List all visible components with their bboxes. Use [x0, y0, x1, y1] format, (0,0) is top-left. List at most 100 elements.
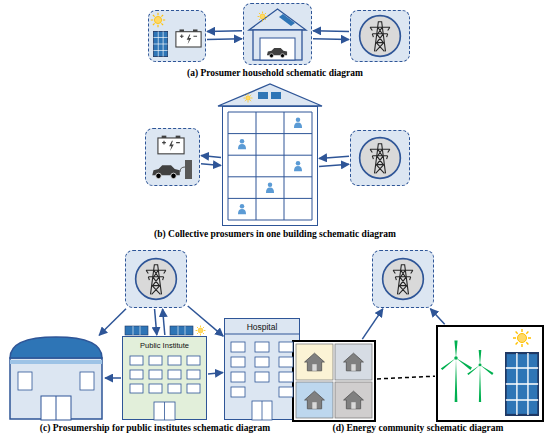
grid-tower-icon: [360, 138, 401, 179]
house-icon: [249, 9, 306, 30]
panel-caption: (a) Prosumer household schematic diagram: [187, 68, 363, 79]
public-institute-detail: [164, 402, 165, 420]
building-outline: [8, 336, 104, 420]
public-institute-detail: [168, 356, 181, 365]
public-institute-detail: [187, 370, 200, 379]
civic-building-detail: [10, 360, 102, 420]
hospital-detail: [224, 334, 300, 420]
civic-building-detail: [18, 372, 32, 390]
apartment-building-detail: [258, 92, 268, 99]
house-icon: [249, 9, 306, 60]
house-icon: [260, 38, 295, 60]
house-icon: [258, 12, 268, 22]
flow-arrow: [201, 156, 221, 158]
flow-arrow: [163, 309, 165, 335]
public-institute-detail: [133, 326, 185, 335]
renewable-plant-detail: [513, 329, 531, 347]
civic-building-detail: [41, 396, 71, 420]
public-institute-detail: [154, 402, 175, 420]
hospital-detail: [231, 342, 245, 352]
flow-arrow: [313, 38, 349, 40]
civic-building-detail: [80, 372, 94, 390]
grid-tower-icon: [136, 259, 177, 300]
public-institute-detail: [130, 356, 200, 420]
flow-arrow: [377, 376, 435, 379]
flow-arrow: [319, 156, 349, 158]
flow-arrow: [208, 373, 223, 374]
civic-building: [8, 336, 104, 420]
public-institute-building: Public Institute: [122, 336, 207, 420]
solar-battery-icon: [151, 13, 165, 27]
renewable-plant-detail: [506, 353, 538, 415]
panel-caption: (b) Collective prosumers in one building…: [154, 229, 396, 240]
grid-tower-icon: [360, 16, 401, 57]
hospital-detail: [231, 372, 245, 382]
flow-arrow: [319, 164, 349, 166]
grid-box: [372, 250, 434, 308]
public-institute-detail: [125, 326, 148, 335]
flow-arrow: [99, 309, 126, 336]
community-houses-detail: [344, 391, 364, 409]
renewable-plant-box: [436, 325, 544, 422]
apartment-building-detail: [238, 204, 246, 214]
house-icon: [253, 30, 302, 60]
storage-ev-icon: [158, 136, 184, 154]
public-institute-detail: [130, 356, 143, 365]
grid-box: [125, 250, 187, 308]
grid-box: [350, 10, 410, 62]
hospital-detail: [279, 357, 293, 367]
hospital-detail: [279, 372, 293, 382]
community-houses-detail: [296, 344, 372, 418]
solar-battery-icon: [176, 29, 201, 47]
hospital-detail: [255, 342, 269, 352]
building-body: [10, 358, 102, 419]
panel-caption: (c) Prosumership for public institutes s…: [40, 423, 270, 434]
public-institute-detail: [168, 370, 181, 379]
connector-group: [99, 31, 445, 379]
community-houses-detail: [344, 353, 364, 371]
civic-building-detail: [10, 360, 102, 364]
flow-arrow: [188, 306, 223, 336]
hospital-detail: [231, 387, 245, 397]
public-institute-detail: [149, 384, 162, 393]
apartment-building-detail: [266, 183, 274, 193]
community-houses-detail: [296, 382, 333, 418]
public-institute-detail: [187, 384, 200, 393]
grid-box: [350, 130, 410, 186]
renewable-plant-detail: [441, 340, 472, 402]
flow-arrow: [430, 309, 444, 325]
prosumer-house-box: [243, 3, 312, 65]
storage-ev-icon: [152, 136, 192, 179]
flow-arrow: [201, 164, 221, 166]
hospital-detail: [279, 387, 293, 397]
public-institute-detail: [168, 384, 181, 393]
public-institute-detail: [125, 326, 205, 420]
panel-caption: (d) Energy community schematic diagram: [333, 423, 504, 434]
public-institute-detail: [196, 326, 206, 336]
hospital-detail: [231, 357, 245, 367]
apartment-building-detail: [218, 84, 322, 220]
public-institute-detail: [170, 326, 193, 335]
hospital-detail: [262, 401, 263, 420]
flow-arrow: [313, 30, 349, 32]
public-institute-detail: [149, 356, 162, 365]
storage-ev-icon: [180, 167, 185, 172]
flow-arrow: [207, 38, 242, 40]
community-houses-detail: [305, 391, 325, 409]
public-institute-detail: [149, 370, 162, 379]
community-houses-detail: [305, 353, 325, 371]
community-houses-detail: [296, 344, 333, 380]
house-icon: [267, 48, 287, 58]
storage-ev-icon: [152, 165, 180, 178]
apartment-building-detail: [228, 112, 312, 220]
hospital-detail: [231, 342, 293, 420]
hospital-detail: [224, 334, 300, 335]
apartment-building-detail: [244, 94, 253, 103]
node-label: Hospital: [225, 323, 299, 333]
storage-ev-icon: [185, 160, 192, 179]
public-institute-detail: [130, 384, 143, 393]
apartment-building-detail: [294, 161, 302, 171]
generation-storage-box: [148, 10, 206, 62]
